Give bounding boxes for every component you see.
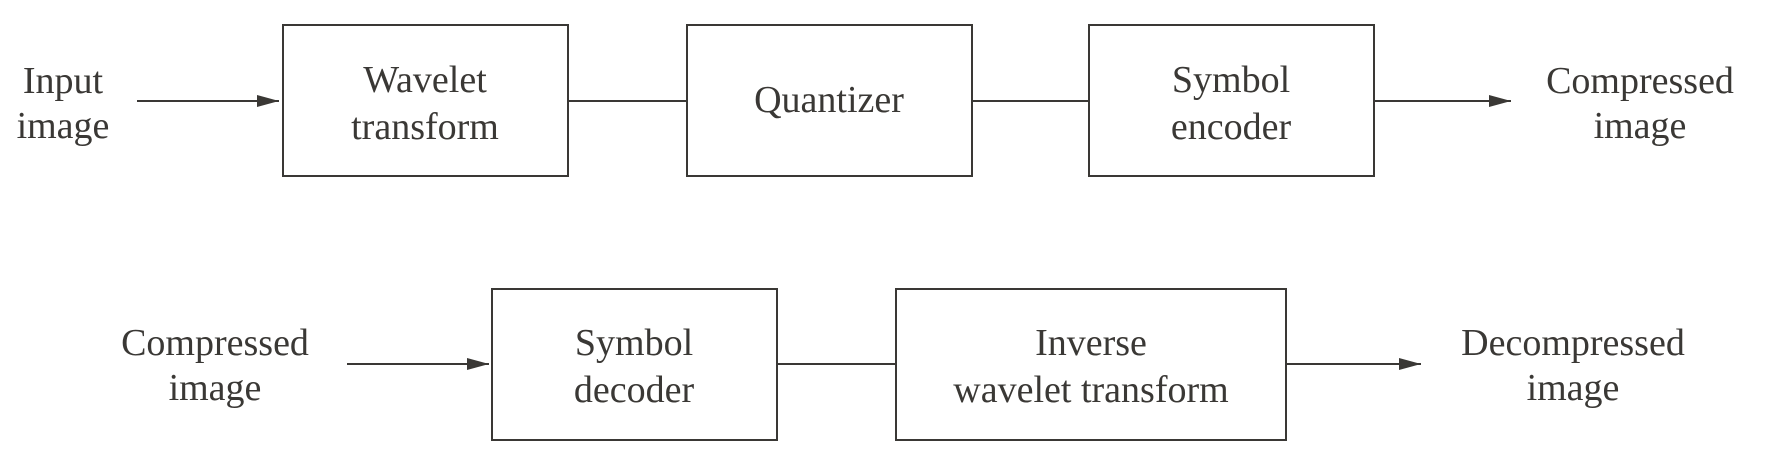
decoder-input-label-line1: Compressed (121, 322, 309, 364)
quantizer-box (686, 24, 973, 177)
symbol-decoder-block: Symbol decoder (491, 288, 778, 441)
quantizer-block: Quantizer (686, 24, 973, 177)
wavelet-transform-box (282, 24, 569, 177)
decoder-output-label: Decompressed image (1461, 322, 1685, 409)
symbol-decoder-label-line2: decoder (574, 369, 695, 411)
decoder-row: Compressed image Symbol decoder Inverse … (121, 288, 1685, 441)
symbol-encoder-label-line1: Symbol (1172, 59, 1290, 101)
decoder-input-label: Compressed image (121, 322, 309, 409)
inverse-wavelet-transform-label-line2: wavelet transform (953, 369, 1228, 411)
decoder-output-label-line2: image (1527, 367, 1620, 409)
symbol-encoder-label-line2: encoder (1171, 106, 1292, 148)
wavelet-transform-block: Wavelet transform (282, 24, 569, 177)
inverse-wavelet-transform-box (895, 288, 1287, 441)
symbol-decoder-box (491, 288, 778, 441)
decoder-output-label-line1: Decompressed (1461, 322, 1685, 364)
inverse-wavelet-transform-block: Inverse wavelet transform (895, 288, 1287, 441)
encoder-input-label: Input image (17, 60, 110, 147)
encoder-output-label-line2: image (1594, 105, 1687, 147)
symbol-decoder-label-line1: Symbol (575, 322, 693, 364)
symbol-encoder-block: Symbol encoder (1088, 24, 1375, 177)
encoder-output-label-line1: Compressed (1546, 60, 1734, 102)
decoder-input-label-line2: image (169, 367, 262, 409)
encoder-input-label-line1: Input (23, 60, 104, 102)
wavelet-transform-label-line2: transform (351, 106, 499, 148)
wavelet-transform-label-line1: Wavelet (363, 59, 487, 101)
encoder-input-label-line2: image (17, 105, 110, 147)
encoder-row: Input image Wavelet transform Quantizer … (17, 24, 1734, 177)
symbol-encoder-box (1088, 24, 1375, 177)
quantizer-label: Quantizer (754, 79, 904, 121)
inverse-wavelet-transform-label-line1: Inverse (1035, 322, 1147, 364)
encoder-output-label: Compressed image (1546, 60, 1734, 147)
